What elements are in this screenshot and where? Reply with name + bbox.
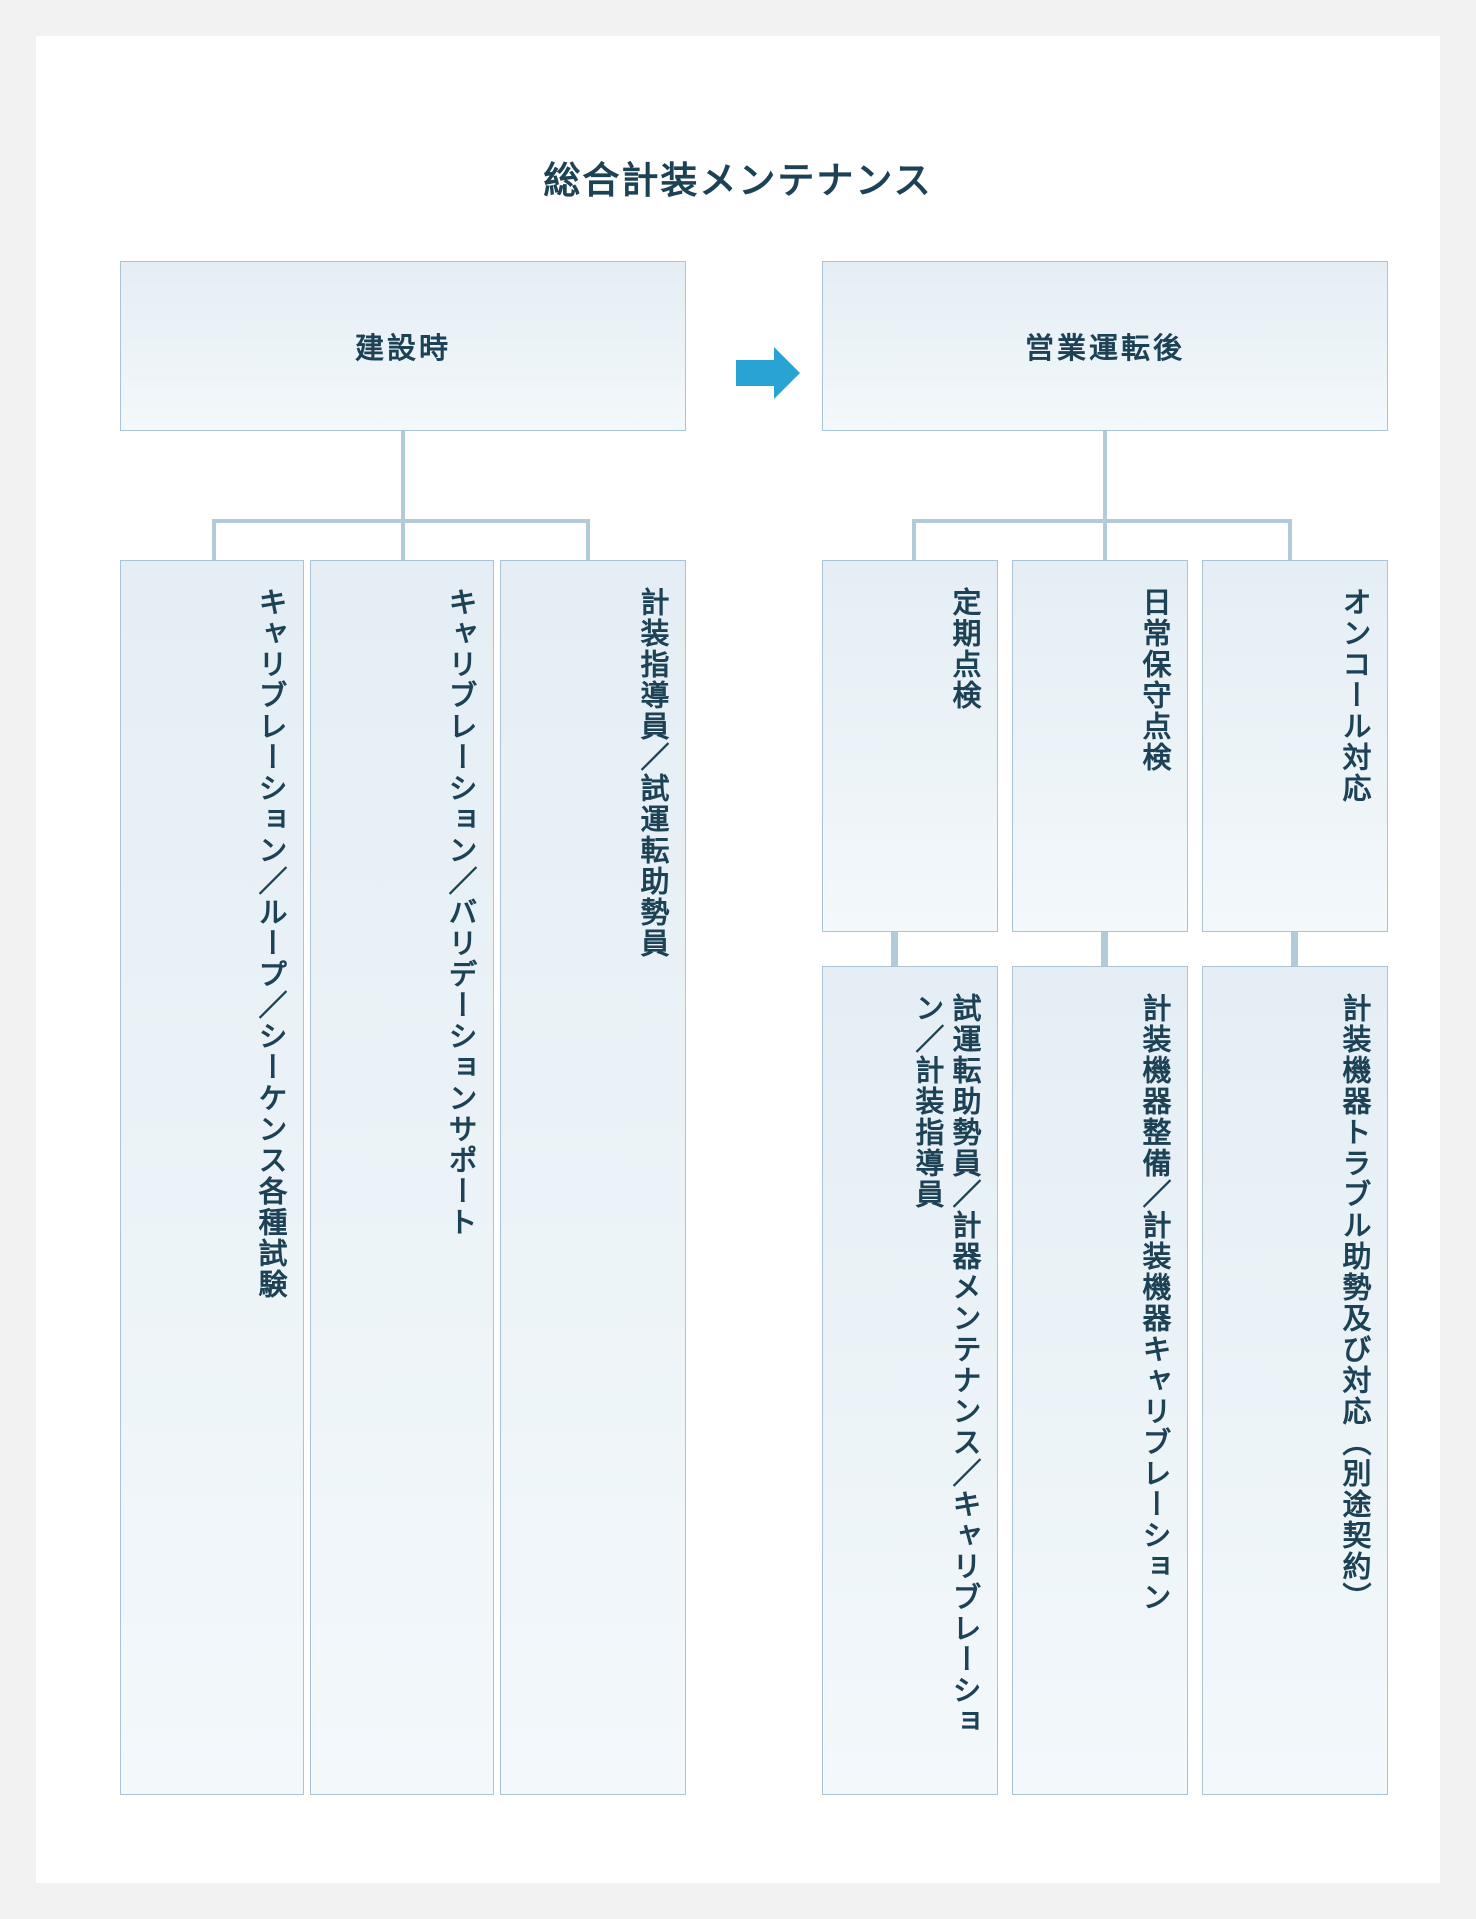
connector-operation-bus (912, 519, 1292, 523)
connector-operation-stem (1103, 431, 1107, 521)
node-construction-1[interactable]: キャリブレーション／ループ／シーケンス各種試験 (120, 560, 304, 1795)
page-title: 総合計装メンテナンス (543, 159, 933, 202)
connector-construction-drop-2 (401, 519, 405, 562)
connector-construction-drop-1 (212, 519, 216, 562)
node-operation-1[interactable]: 定期点検 (822, 560, 998, 932)
node-operation-2-detail[interactable]: 計装機器整備／計装機器キャリブレーション (1012, 966, 1188, 1795)
node-operation-2-label: 日常保守点検 (1138, 587, 1172, 773)
node-construction-1-label: キャリブレーション／ループ／シーケンス各種試験 (254, 587, 288, 1300)
node-operation-heading-label: 営業運転後 (1024, 331, 1185, 365)
connector-operation-2-detail (1101, 932, 1108, 968)
node-operation-2[interactable]: 日常保守点検 (1012, 560, 1188, 932)
right-arrow-icon (774, 347, 800, 399)
connector-construction-stem (401, 431, 405, 521)
right-arrow-shaft (736, 360, 776, 386)
node-operation-2-detail-label: 計装機器整備／計装機器キャリブレーション (1138, 993, 1172, 1613)
node-operation-3[interactable]: オンコール対応 (1202, 560, 1388, 932)
node-operation-heading[interactable]: 営業運転後 (822, 261, 1388, 431)
diagram-canvas: 総合計装メンテナンス 建設時 キャリブレーション／ループ／シーケンス各種試験 キ… (36, 36, 1440, 1883)
node-operation-1-detail[interactable]: 試運転助勢員／計器メンテナンス／キャリブレーション／計装指導員 (822, 966, 998, 1795)
node-construction-heading[interactable]: 建設時 (120, 261, 686, 431)
node-operation-1-label: 定期点検 (948, 587, 982, 711)
node-construction-2[interactable]: キャリブレーション／バリデーションサポート (310, 560, 494, 1795)
connector-operation-drop-3 (1288, 519, 1292, 562)
node-construction-3[interactable]: 計装指導員／試運転助勢員 (500, 560, 686, 1795)
connector-operation-drop-2 (1103, 519, 1107, 562)
node-operation-3-label: オンコール対応 (1338, 587, 1372, 804)
connector-construction-drop-3 (586, 519, 590, 562)
node-construction-2-label: キャリブレーション／バリデーションサポート (444, 587, 478, 1238)
node-operation-3-detail-label: 計装機器トラブル助勢及び対応（別途契約） (1338, 993, 1372, 1613)
connector-operation-drop-1 (912, 519, 916, 562)
node-operation-1-detail-label: 試運転助勢員／計器メンテナンス／キャリブレーション／計装指導員 (910, 993, 982, 1737)
node-operation-3-detail[interactable]: 計装機器トラブル助勢及び対応（別途契約） (1202, 966, 1388, 1795)
node-construction-heading-label: 建設時 (354, 331, 451, 365)
node-construction-3-label: 計装指導員／試運転助勢員 (636, 587, 670, 959)
connector-operation-3-detail (1291, 932, 1298, 968)
connector-operation-1-detail (891, 932, 898, 968)
